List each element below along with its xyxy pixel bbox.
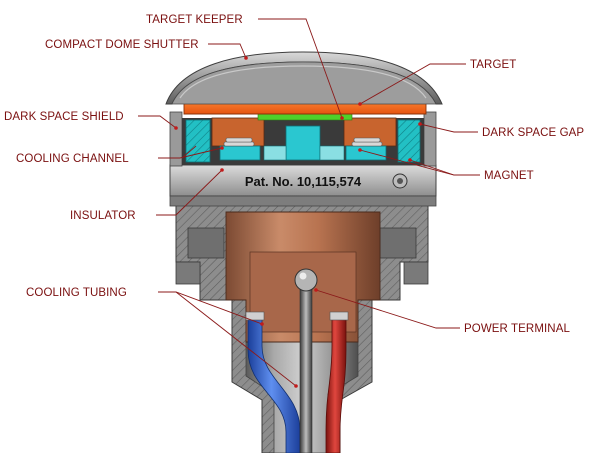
patent-number: Pat. No. 10,115,574 <box>245 174 362 189</box>
label-compact-dome-shutter: COMPACT DOME SHUTTER <box>45 39 199 51</box>
label-target-keeper: TARGET KEEPER <box>146 14 243 26</box>
label-insulator: INSULATOR <box>70 210 136 222</box>
label-power-terminal: POWER TERMINAL <box>464 323 570 335</box>
label-target: TARGET <box>470 59 516 71</box>
label-dark-space-gap: DARK SPACE GAP <box>482 127 584 139</box>
set-screw-icon <box>392 173 408 189</box>
target-keeper-plate <box>257 113 353 121</box>
label-cooling-tubing: COOLING TUBING <box>26 287 127 299</box>
leader-lines <box>138 18 480 387</box>
label-magnet: MAGNET <box>484 170 534 182</box>
cooling-tubing <box>245 311 349 453</box>
magnet-assembly <box>219 125 387 161</box>
label-dark-space-shield: DARK SPACE SHIELD <box>4 111 124 123</box>
cooling-channel-right <box>397 119 421 163</box>
leader-dots <box>174 56 422 388</box>
power-terminal <box>294 268 318 453</box>
label-cooling-channel: COOLING CHANNEL <box>16 153 129 165</box>
dark-space-shield-right <box>423 111 437 167</box>
cooling-channel-left <box>185 119 211 163</box>
